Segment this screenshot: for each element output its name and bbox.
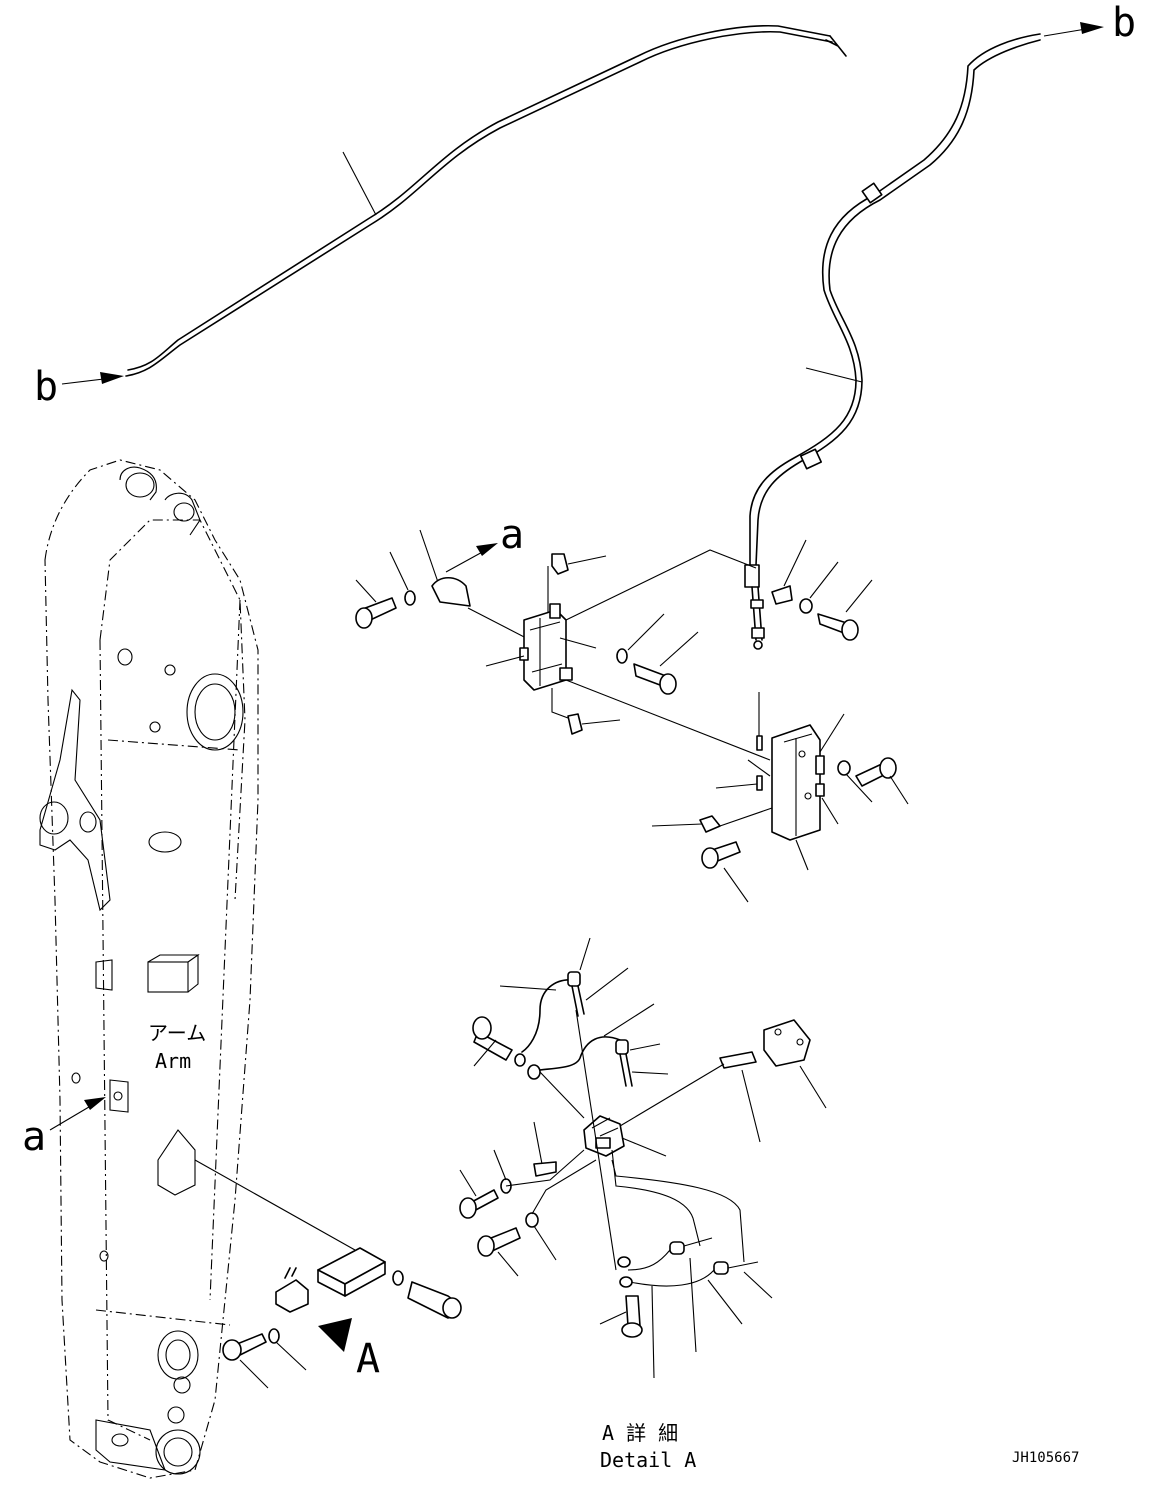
svg-text:A 詳 細: A 詳 細 [602, 1421, 678, 1445]
long-cable [125, 24, 847, 377]
svg-text:a: a [22, 1114, 46, 1160]
hose-assembly [744, 33, 1041, 650]
callout-b-left: b [34, 364, 124, 410]
svg-text:Detail A: Detail A [600, 1448, 696, 1472]
svg-text:b: b [34, 364, 58, 410]
callout-a-left: a [22, 1097, 106, 1160]
callout-b-top: b [1043, 0, 1136, 46]
svg-text:Arm: Arm [155, 1049, 191, 1073]
arm-label: アーム Arm [148, 1021, 206, 1073]
detail-a-label: A 詳 細 Detail A [600, 1421, 696, 1472]
bracket-plate [651, 692, 909, 903]
svg-text:A: A [356, 1336, 380, 1382]
detail-a-assembly [459, 937, 827, 1379]
arm-body [39, 459, 259, 1479]
drawing-id: JH105667 [1012, 1450, 1079, 1466]
clamp-assembly: a [355, 512, 873, 761]
svg-text:a: a [500, 512, 524, 558]
svg-text:b: b [1112, 0, 1136, 46]
view-a-assembly: A [194, 1159, 462, 1389]
svg-text:アーム: アーム [148, 1021, 206, 1045]
